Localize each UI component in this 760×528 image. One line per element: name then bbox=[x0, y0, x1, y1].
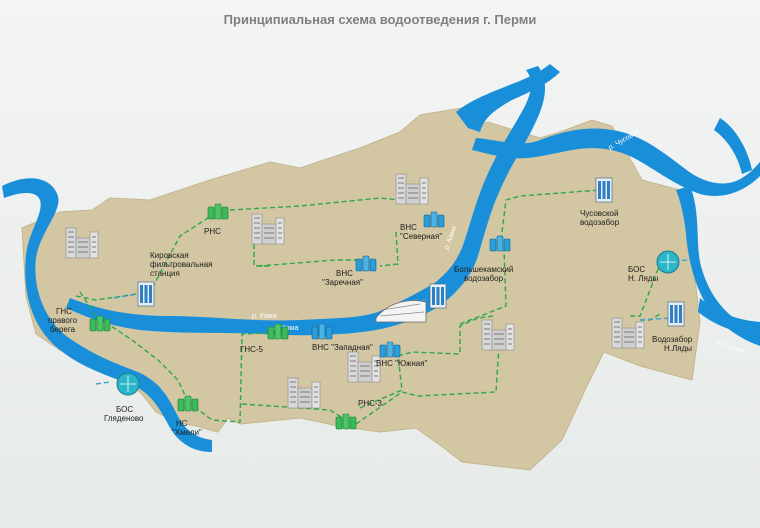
label-gns-1: ГНС bbox=[56, 307, 72, 316]
pipe-segment bbox=[95, 381, 111, 385]
pipe-segment bbox=[187, 331, 291, 423]
n-lyady-intake-icon bbox=[667, 301, 685, 327]
label-vodozabor-n-lyady-2: Н.Ляды bbox=[664, 344, 692, 353]
label-kirov-3: станция bbox=[150, 269, 180, 278]
label-gns-3: берега bbox=[50, 325, 76, 334]
pipe-segment bbox=[639, 317, 671, 321]
reservoir bbox=[456, 64, 560, 132]
label-bos-n-lyady-2: Н. Ляды bbox=[628, 274, 658, 283]
city-territory bbox=[21, 107, 701, 471]
bos-n-lyady-icon bbox=[656, 250, 680, 274]
label-vns-yuzhnaya: ВНС "Южная" bbox=[376, 359, 428, 368]
diagram-title: Принципиальная схема водоотведения г. Пе… bbox=[223, 12, 537, 27]
label-rns3: РНС-3 bbox=[358, 399, 383, 408]
pipe-segment bbox=[459, 249, 507, 325]
bos-glyadenovo-icon bbox=[116, 372, 140, 396]
pipe-segment bbox=[229, 197, 401, 211]
pipe-segment bbox=[459, 315, 495, 352]
label-vns-severnaya-2: "Северная" bbox=[400, 232, 442, 241]
pipe-segment bbox=[241, 403, 347, 421]
label-bolshekamsky-1: Большекамский bbox=[454, 265, 513, 274]
pipe-segment bbox=[355, 329, 501, 425]
river-kama bbox=[2, 178, 212, 452]
water-pipelines bbox=[95, 259, 689, 385]
label-bos-glyadenovo-2: Гляденово bbox=[104, 414, 144, 423]
bolshekamsky-intake-icon bbox=[429, 283, 447, 309]
river-chusovaya bbox=[472, 128, 760, 196]
chusovoy-intake-icon bbox=[595, 177, 613, 203]
label-kirov-2: фильтровальная bbox=[150, 260, 212, 269]
label-chusovoy-2: водозабор bbox=[580, 218, 620, 227]
label-ns-hmeli-2: "Хмели" bbox=[172, 428, 202, 437]
label-vns-severnaya-1: ВНС bbox=[400, 223, 417, 232]
river-label-sylva: р. Сылва bbox=[714, 339, 745, 355]
pipe-segment bbox=[657, 259, 689, 263]
label-rns: РНС bbox=[204, 227, 221, 236]
label-bolshekamsky-2: водозабор bbox=[464, 274, 504, 283]
label-vns-zapadnaya: ВНС "Западная" bbox=[312, 343, 373, 352]
label-ns-hmeli-1: НС bbox=[176, 419, 188, 428]
pipe-segment bbox=[499, 189, 601, 249]
label-vodozabor-n-lyady-1: Водозабор bbox=[652, 335, 693, 344]
pipe-segment bbox=[79, 291, 189, 403]
pipe-segment bbox=[113, 293, 139, 299]
river-sylva-bend bbox=[714, 118, 752, 174]
label-gns5: ГНС-5 bbox=[240, 345, 264, 354]
label-vns-zarechnaya-1: ВНС bbox=[336, 269, 353, 278]
pipe-segment bbox=[253, 236, 272, 267]
label-chusovoy-1: Чусовской bbox=[580, 209, 618, 218]
pipe-segment bbox=[379, 231, 399, 267]
label-vns-zarechnaya-2: "Заречная" bbox=[322, 278, 363, 287]
label-kirov-1: Кировская bbox=[150, 251, 189, 260]
kirov-filter-station-icon bbox=[137, 281, 155, 307]
river-station-building bbox=[375, 300, 427, 323]
river-chusovaya-upper bbox=[676, 186, 760, 346]
river-label-kama: р. Кама bbox=[251, 313, 277, 320]
pipe-segment bbox=[257, 259, 360, 267]
label-bos-n-lyady-1: БОС bbox=[628, 265, 645, 274]
label-gns-2: правого bbox=[48, 316, 78, 325]
label-bos-glyadenovo-1: БОС bbox=[116, 405, 133, 414]
river-sylva bbox=[698, 298, 760, 334]
